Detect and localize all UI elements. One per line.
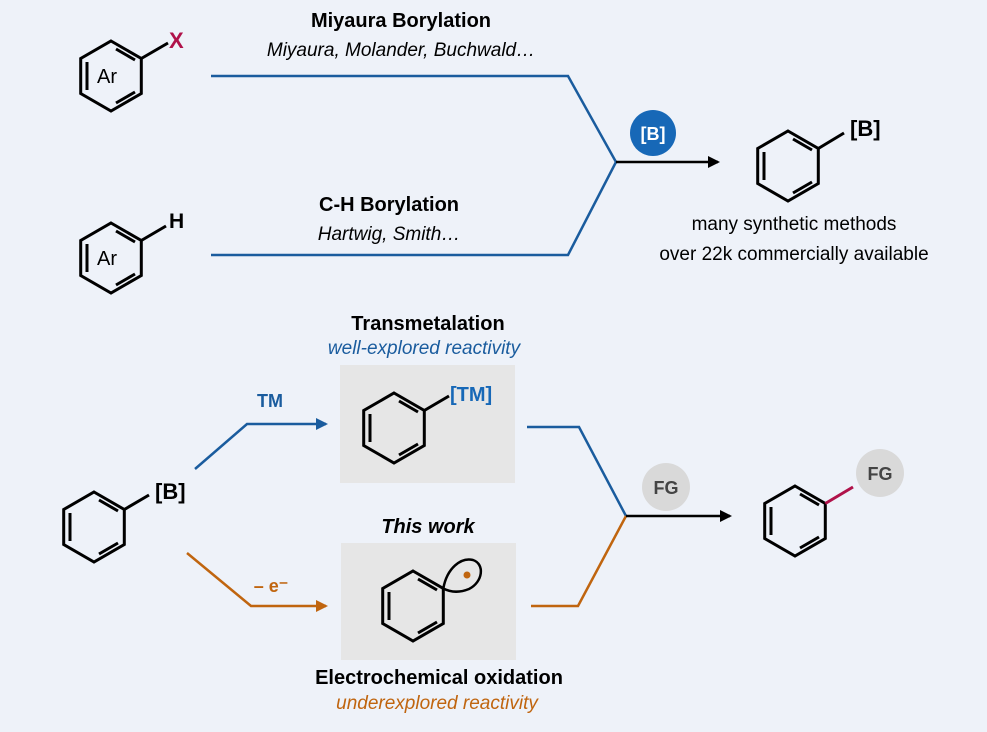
miyaura-pathway-line [211,74,618,163]
radical-intermediate-box [341,543,516,660]
miyaura-authors: Miyaura, Molander, Buchwald… [267,40,535,61]
aryl-boron-start-structure: [B] [62,479,186,564]
new-bond [824,485,854,505]
ch-borylation-title: C-H Borylation [319,194,459,216]
note-synthetic-methods: many synthetic methods [692,214,897,235]
arene-structure: Ar H [79,210,184,295]
arene-ring-label: Ar [97,248,117,270]
boron-reagent-badge: [B] [630,110,676,156]
aryl-radical-structure [381,558,482,643]
oxidation-arrow [186,552,328,612]
ch-borylation-authors: Hartwig, Smith… [318,224,461,245]
boron-reagent-badge-label: [B] [641,124,666,144]
transmetalation-title: Transmetalation [351,313,504,335]
tm-label: TM [257,391,283,411]
transmetalation-subtitle: well-explored reactivity [328,338,522,359]
electrochem-title: Electrochemical oxidation [315,667,563,689]
radical-to-product-line [531,515,628,608]
transmetalation-arrow [194,418,328,470]
halide-label: X [169,28,184,53]
fg-product-circle [856,449,904,497]
start-boron-label: [B] [155,479,186,504]
ch-pathway-line [211,161,618,257]
boron-substituent-label: [B] [850,116,881,141]
radical-dot [463,571,471,579]
note-commercial-availability: over 22k commercially available [659,244,928,265]
aryl-halide-structure: Ar X [79,28,184,113]
fg-reagent-badge: FG [642,463,690,511]
tm-to-product-line [527,425,628,517]
radical-orbital-lobe [441,558,482,593]
miyaura-title: Miyaura Borylation [311,10,491,32]
oxidation-label: – e⁻ [254,576,289,596]
electrochem-subtitle: underexplored reactivity [336,693,539,714]
hydrogen-label: H [169,210,184,233]
tm-substituent-label: [TM] [450,384,492,406]
aryl-tm-structure: [TM] [362,384,492,465]
tm-intermediate-box [340,365,515,483]
aryl-halide-ring-label: Ar [97,66,117,88]
aryl-boron-product-structure: [B] [756,116,881,203]
fg-product-label: FG [868,464,893,484]
fg-reagent-badge-label: FG [654,478,679,498]
functionalized-product-structure: FG [763,449,904,558]
this-work-label: This work [381,516,475,538]
